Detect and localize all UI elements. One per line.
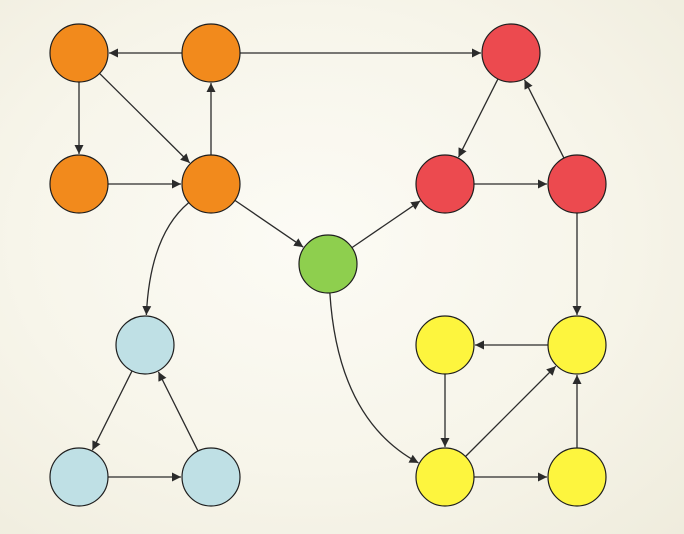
edge-y3-to-y2 [465,365,557,457]
red-cluster-node-r2 [415,154,475,214]
yellow-cluster-node-y4 [547,447,607,507]
edge-layer [74,48,582,482]
edge-g1-to-r2 [351,200,421,249]
light-blue-cluster-node-b3 [181,447,241,507]
orange-cluster-node-o3 [49,154,109,214]
edge-b3-to-b1 [157,371,199,452]
orange-cluster-node-o2 [181,23,241,83]
orange-cluster-node-o1 [49,23,109,83]
red-cluster-node-r1 [481,23,541,83]
edge-o1-to-o4 [99,72,191,164]
orange-cluster-node-o4 [181,154,241,214]
yellow-cluster-node-y3 [415,447,475,507]
light-blue-cluster-node-b2 [49,447,109,507]
edge-g1-to-y3 [329,292,419,464]
edge-o4-to-b1 [142,202,190,316]
hub-node-g1 [298,234,358,294]
node-layer [49,23,607,507]
yellow-cluster-node-y2 [547,315,607,375]
edge-o4-to-g1 [234,199,304,248]
edge-r3-to-r1 [523,79,565,159]
light-blue-cluster-node-b1 [115,315,175,375]
edge-b1-to-b2 [91,370,133,451]
red-cluster-node-r3 [547,154,607,214]
yellow-cluster-node-y1 [415,315,475,375]
edge-r1-to-r2 [457,78,499,158]
